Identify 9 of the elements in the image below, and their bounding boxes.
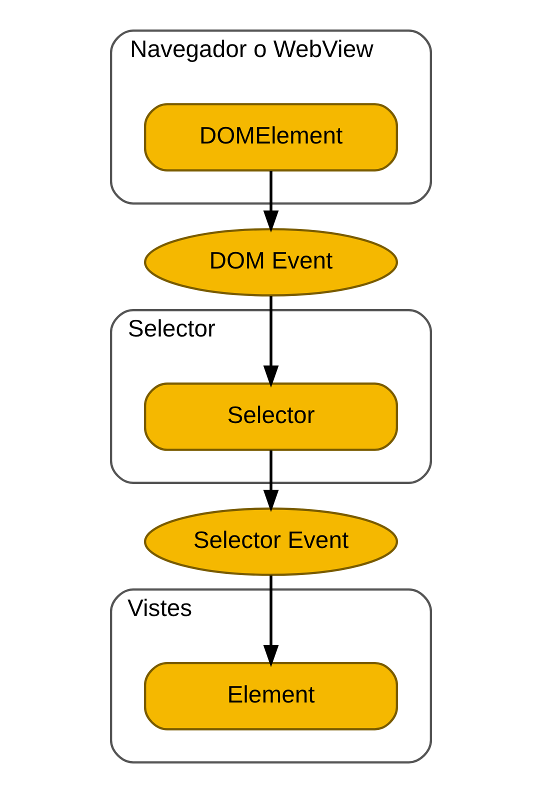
arrow <box>262 171 278 233</box>
node-box: Selector <box>143 382 398 451</box>
arrow <box>262 296 278 388</box>
arrow <box>262 576 278 668</box>
node-ellipse: DOM Event <box>143 228 398 296</box>
arrow <box>262 450 278 512</box>
node-box: DOMElement <box>143 103 398 172</box>
node-ellipse: Selector Event <box>143 508 398 576</box>
node-box: Element <box>143 662 398 730</box>
